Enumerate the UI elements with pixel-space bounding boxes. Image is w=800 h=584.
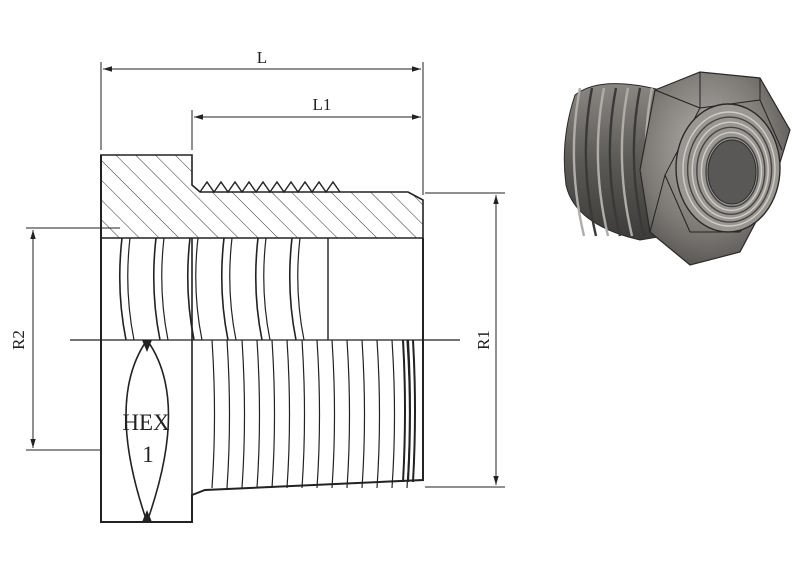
thread-line <box>301 339 306 489</box>
thread-line <box>127 237 135 341</box>
render-thread-ridge <box>620 87 634 237</box>
dimension-L1: L1 <box>191 95 421 150</box>
external-thread <box>211 339 416 489</box>
render-thread-body <box>563 83 671 241</box>
render-bore-ring <box>700 131 763 212</box>
thread-line <box>241 339 246 489</box>
thread-line <box>226 339 231 489</box>
render-bore-threads <box>682 111 776 227</box>
render-thread-ridge <box>632 87 646 237</box>
thread-line <box>391 339 396 489</box>
render-thread-ridge <box>608 87 622 237</box>
section-thread-crests <box>199 180 341 194</box>
thread-line <box>118 237 127 341</box>
thread-line <box>254 237 263 341</box>
thread-line <box>346 339 351 489</box>
section-hatch <box>100 154 424 239</box>
thread-line <box>152 237 161 341</box>
render-bore-ring <box>696 126 766 216</box>
render-bore-ring <box>682 111 776 227</box>
thread-line <box>256 339 261 489</box>
dimension-R2: R2 <box>9 227 120 451</box>
dimension-label-L1: L1 <box>313 95 332 114</box>
internal-thread <box>118 237 305 341</box>
dimension-label-L: L <box>257 48 267 67</box>
dimension-L: L <box>100 48 424 195</box>
section-view: HEX 1 <box>70 154 460 523</box>
thread-line <box>286 339 291 489</box>
bushing-3d-render <box>563 71 791 266</box>
thread-line <box>361 339 366 489</box>
render-thread-ridge <box>584 87 598 237</box>
thread-line <box>412 339 416 483</box>
hex-notch <box>142 510 152 522</box>
hex-flat-curve <box>125 339 148 523</box>
thread-line <box>229 237 237 341</box>
thread-line <box>376 339 381 489</box>
thread-line <box>220 237 229 341</box>
render-bore-ring <box>686 116 773 223</box>
render-thread-ridge <box>572 87 586 237</box>
thread-line <box>195 237 203 341</box>
thread-line <box>161 237 169 341</box>
hex-flat-curve <box>146 339 170 523</box>
render-thread-ridge <box>596 87 610 237</box>
hex-notch <box>142 340 152 352</box>
dimension-label-R2: R2 <box>9 330 28 350</box>
dimension-R1: R1 <box>425 192 505 488</box>
hex-label-line2: 1 <box>142 442 154 467</box>
hex-label-line1: HEX <box>122 410 170 435</box>
thread-line <box>263 237 271 341</box>
thread-line <box>316 339 321 489</box>
thread-line <box>288 237 297 341</box>
render-bore-ring <box>705 136 759 208</box>
thread-line <box>297 237 305 341</box>
thread-line <box>331 339 336 489</box>
thread-line <box>186 237 195 341</box>
thread-line <box>407 339 411 483</box>
render-bore-ring <box>691 121 769 219</box>
thread-line <box>271 339 276 489</box>
render-bore-inner <box>707 139 757 205</box>
dimension-label-R1: R1 <box>474 330 493 350</box>
thread-line <box>211 339 216 489</box>
thread-line <box>402 339 406 483</box>
